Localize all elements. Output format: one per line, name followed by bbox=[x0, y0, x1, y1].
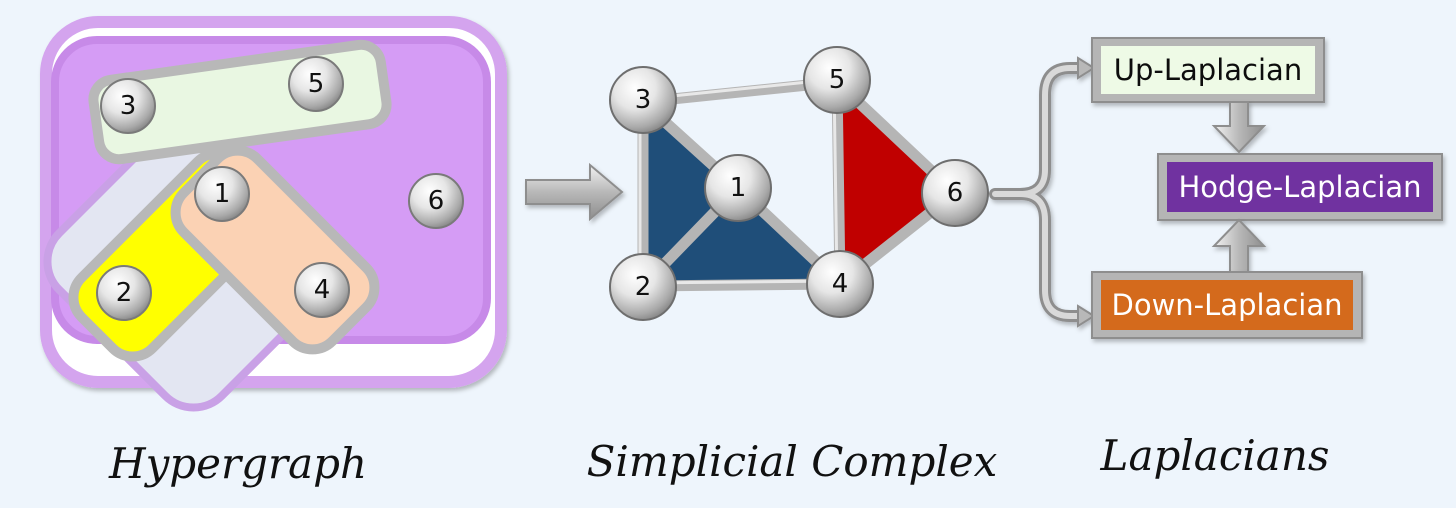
laplacians-caption: Laplacians bbox=[1100, 431, 1330, 480]
sc-node-label: 2 bbox=[635, 272, 652, 302]
hg-node-4: 4 bbox=[294, 262, 350, 318]
brace-connector-icon bbox=[989, 56, 1096, 328]
simplicial-complex-panel: 3 5 1 6 2 4 Simplicial Complex bbox=[587, 46, 998, 486]
sc-node-3: 3 bbox=[609, 66, 677, 134]
hg-node-5: 5 bbox=[288, 56, 344, 112]
sc-node-1: 1 bbox=[704, 154, 772, 222]
hg-node-6: 6 bbox=[408, 173, 464, 229]
hg-node-label: 1 bbox=[214, 179, 231, 209]
down-laplacian-label: Down-Laplacian bbox=[1112, 288, 1343, 322]
hypergraph-panel: 3 5 1 6 2 4 Hypergraph bbox=[40, 16, 507, 488]
laplacians-panel: Up-Laplacian Hodge-Laplacian Down-Laplac… bbox=[1091, 37, 1443, 480]
hg-node-2: 2 bbox=[96, 265, 152, 321]
hg-node-1: 1 bbox=[194, 166, 250, 222]
arrow-down-icon bbox=[1211, 101, 1267, 154]
sc-node-6: 6 bbox=[921, 159, 989, 227]
down-laplacian-box: Down-Laplacian bbox=[1091, 271, 1363, 339]
hg-node-label: 4 bbox=[314, 275, 331, 305]
sc-node-label: 3 bbox=[635, 85, 652, 115]
hodge-laplacian-box: Hodge-Laplacian bbox=[1157, 153, 1443, 221]
sc-node-label: 5 bbox=[829, 65, 846, 95]
simplicial-complex-caption: Simplicial Complex bbox=[587, 437, 998, 486]
hg-node-label: 6 bbox=[428, 186, 445, 216]
triangle-blue-2 bbox=[643, 188, 840, 286]
sc-node-label: 1 bbox=[730, 173, 747, 203]
hg-node-label: 5 bbox=[308, 69, 325, 99]
sc-node-2: 2 bbox=[609, 253, 677, 321]
hg-node-3: 3 bbox=[100, 78, 156, 134]
sc-node-4: 4 bbox=[806, 250, 874, 318]
hypergraph-caption: Hypergraph bbox=[108, 439, 367, 488]
sc-node-label: 4 bbox=[832, 269, 849, 299]
triangle-blue bbox=[643, 102, 738, 286]
hodge-laplacian-label: Hodge-Laplacian bbox=[1179, 170, 1422, 204]
sc-node-5: 5 bbox=[803, 46, 871, 114]
up-laplacian-label: Up-Laplacian bbox=[1114, 53, 1302, 87]
arrow-up-icon bbox=[1211, 218, 1267, 273]
arrow-right-icon bbox=[525, 162, 624, 222]
up-laplacian-box: Up-Laplacian bbox=[1091, 37, 1325, 103]
triangle-red bbox=[837, 82, 955, 284]
hg-node-label: 2 bbox=[116, 278, 133, 308]
hg-node-label: 3 bbox=[120, 91, 137, 121]
sc-node-label: 6 bbox=[947, 178, 964, 208]
